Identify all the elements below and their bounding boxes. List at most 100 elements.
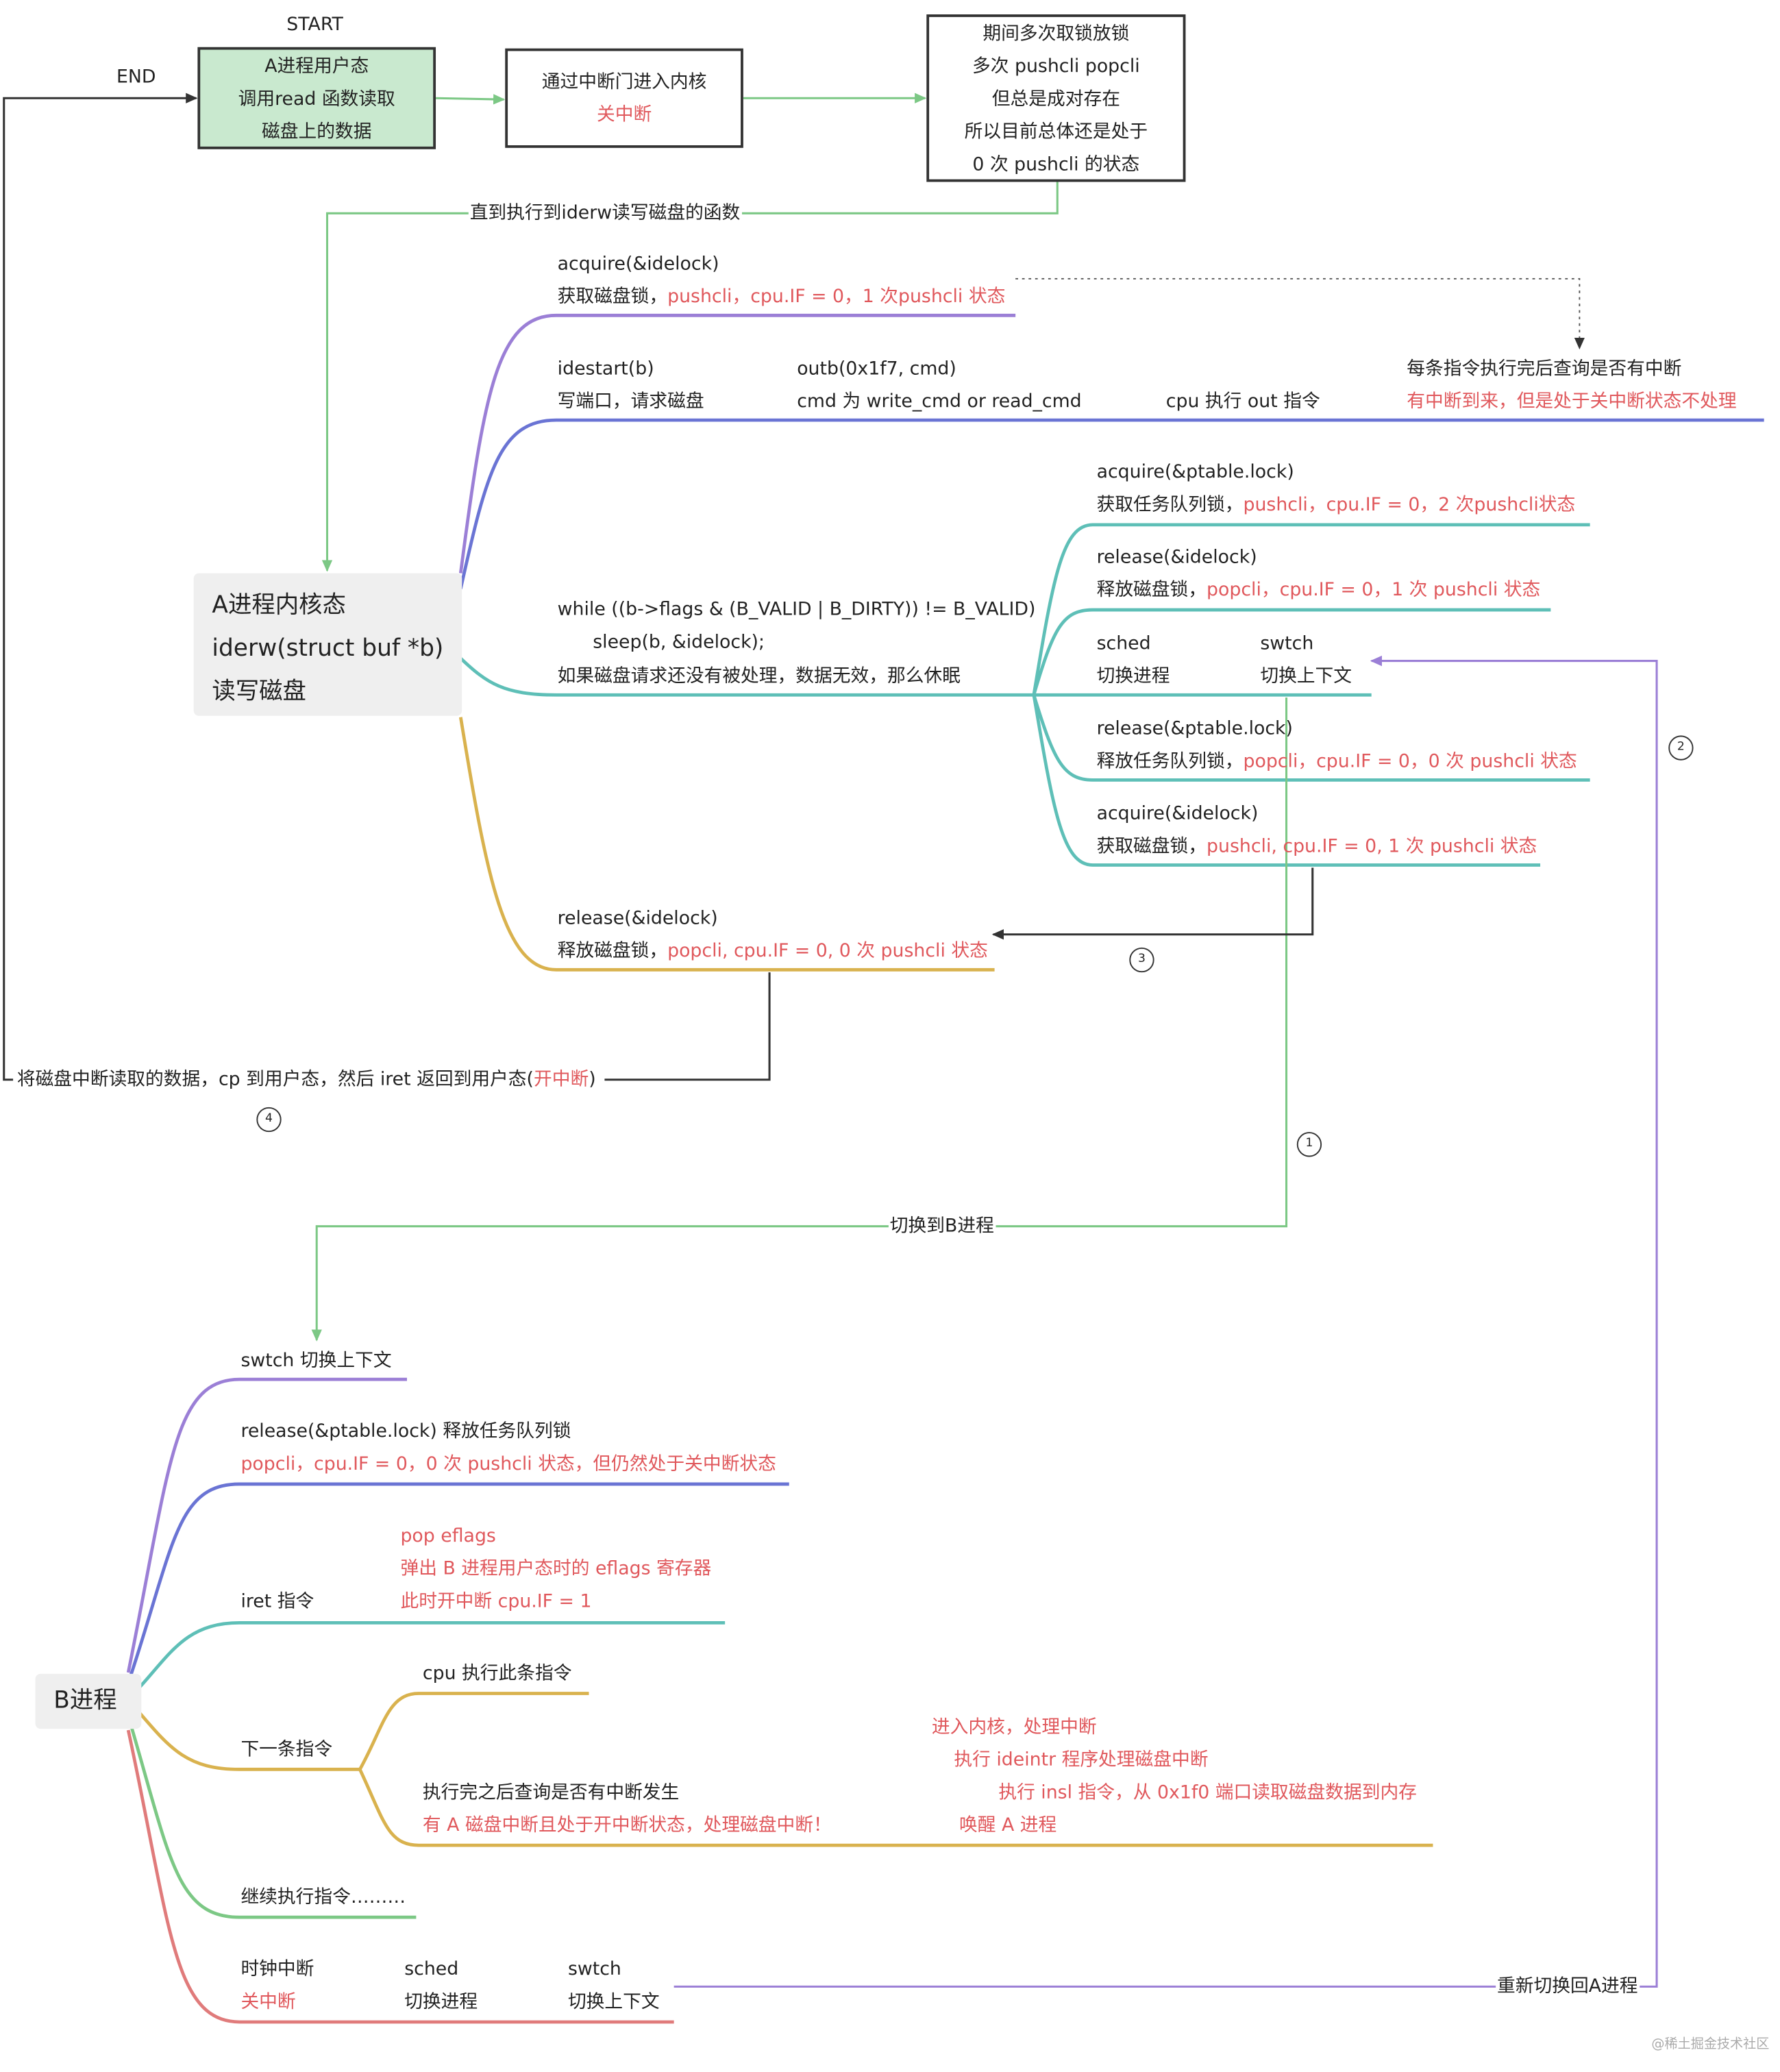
sub5-desc: 获取磁盘锁，pushcli, cpu.IF = 0, 1 次 pushcli 状… — [1097, 831, 1537, 864]
arrow-end-return — [3, 92, 198, 1081]
sub2-desc-black: 释放磁盘锁， — [1096, 580, 1207, 601]
copy-back-text: 将磁盘中断读取的数据，cp 到用户态，然后 iret 返回到用户态( — [16, 1069, 534, 1091]
sub2-desc-red: popcli，cpu.IF = 0，1 次 pushcli 状态 — [1207, 580, 1541, 601]
sub1-desc-red: pushcli，cpu.IF = 0，2 次pushcli状态 — [1243, 494, 1576, 516]
a-user-mode-box: A进程用户态 调用read 函数读取 磁盘上的数据 — [197, 47, 436, 149]
gate-line: 通过中断门进入内核 — [541, 72, 707, 93]
start-label: START — [286, 14, 343, 36]
rel-final-desc: 释放磁盘锁，popcli, cpu.IF = 0, 0 次 pushcli 状态 — [558, 936, 988, 969]
sub1-desc: 获取任务队列锁，pushcli，cpu.IF = 0，2 次pushcli状态 — [1097, 489, 1576, 522]
cpu-out-desc: cpu 执行 out 指令 — [1165, 391, 1320, 412]
b4-insl: 执行 insl 指令，从 0x1f0 端口读取磁盘数据到内存 — [998, 1782, 1417, 1803]
dotted-to-interrupt-check — [1015, 278, 1585, 349]
b-process-label: B进程 — [53, 1686, 117, 1715]
b-branch-next — [137, 1710, 360, 1771]
sub4-desc-black: 释放任务队列锁， — [1096, 751, 1244, 772]
marker-circle-1: 1 — [1296, 1132, 1322, 1157]
b3-pop-desc: 弹出 B 进程用户态时的 eflags 寄存器 — [400, 1558, 712, 1580]
sub5-title: acquire(&idelock) — [1096, 803, 1259, 825]
interrupt-gate-box: 通过中断门进入内核 关中断 — [505, 48, 743, 148]
b3-iret: iret 指令 — [240, 1591, 314, 1613]
a-user-line: A进程用户态 — [264, 56, 369, 77]
sub4-desc: 释放任务队列锁，popcli，cpu.IF = 0，0 次 pushcli 状态 — [1097, 746, 1577, 779]
sub2-title: release(&idelock) — [1096, 547, 1257, 568]
sub1-title: acquire(&ptable.lock) — [1096, 462, 1294, 483]
b4-handle-disk-int: 有 A 磁盘中断且处于开中断状态，处理磁盘中断！ — [422, 1815, 832, 1836]
lock-pairs-box: 期间多次取锁放锁 多次 pushcli popcli 但总是成对存在 所以目前总… — [926, 14, 1186, 182]
outb-desc: cmd 为 write_cmd or read_cmd — [797, 391, 1082, 412]
marker-circle-4: 4 — [256, 1107, 282, 1133]
branch-while-loop — [459, 656, 1034, 697]
connector-copy-back — [604, 972, 771, 1081]
b-sub-cpu-exec — [358, 1692, 589, 1771]
b6-sched-desc: 切换进程 — [404, 1992, 478, 2013]
acq1-desc: 获取磁盘锁，pushcli，cpu.IF = 0，1 次pushcli 状态 — [558, 282, 1006, 314]
sub4-desc-red: popcli，cpu.IF = 0，0 次 pushcli 状态 — [1243, 751, 1577, 772]
sub2-desc: 释放磁盘锁，popcli，cpu.IF = 0，1 次 pushcli 状态 — [1097, 574, 1541, 607]
locks-line: 但总是成对存在 — [991, 88, 1120, 110]
a-user-line: 磁盘上的数据 — [262, 121, 372, 143]
b5-continue: 继续执行指令……… — [240, 1887, 406, 1908]
b4-ideintr: 执行 ideintr 程序处理磁盘中断 — [954, 1749, 1209, 1771]
outb-title: outb(0x1f7, cmd) — [797, 358, 956, 380]
sub5-desc-red: pushcli, cpu.IF = 0, 1 次 pushcli 状态 — [1207, 836, 1537, 858]
a-kernel-line: 读写磁盘 — [212, 678, 306, 706]
idestart-desc: 写端口，请求磁盘 — [557, 391, 704, 412]
locks-line: 所以目前总体还是处于 — [964, 121, 1148, 143]
b6-sched: sched — [404, 1959, 459, 1980]
locks-line: 多次 pushcli popcli — [972, 56, 1140, 77]
b-sub-query-int — [358, 1768, 1433, 1847]
sub-branch-acquire-ptable — [1032, 523, 1590, 695]
b-process-node: B进程 — [35, 1673, 142, 1729]
branch-idestart — [458, 418, 1764, 590]
arrow-user-to-gate — [436, 94, 506, 105]
connector-switch-back — [673, 655, 1658, 1988]
copy-back-label: 将磁盘中断读取的数据，cp 到用户态，然后 iret 返回到用户态(开中断) — [15, 1066, 597, 1093]
idestart-title: idestart(b) — [557, 358, 654, 380]
sub3-swtch: swtch — [1260, 633, 1314, 654]
rel-final-title: release(&idelock) — [557, 908, 718, 930]
copy-back-close: ) — [589, 1069, 596, 1091]
connector-wakeup-return — [991, 867, 1314, 940]
int-check-desc: 有中断到来，但是处于关中断状态不处理 — [1407, 391, 1737, 412]
b4-enter-kernel: 进入内核，处理中断 — [931, 1716, 1097, 1738]
sub4-title: release(&ptable.lock) — [1096, 718, 1293, 740]
int-check-title: 每条指令执行完后查询是否有中断 — [1407, 358, 1682, 380]
sub-branch-release-idelock — [1032, 608, 1551, 695]
b-branch-release — [129, 1482, 789, 1676]
sub3-sched-desc: 切换进程 — [1096, 666, 1170, 687]
end-label: END — [116, 66, 156, 88]
b4-query-int: 执行完之后查询是否有中断发生 — [422, 1782, 680, 1803]
sub-branch-release-ptable — [1032, 694, 1590, 782]
acq1-title: acquire(&idelock) — [557, 254, 719, 275]
b6-swtch: swtch — [567, 1959, 621, 1980]
a-kernel-node: A进程内核态 iderw(struct buf *b) 读写磁盘 — [193, 573, 462, 716]
b6-disable-int: 关中断 — [240, 1992, 296, 2013]
b2-desc: popcli，cpu.IF = 0，0 次 pushcli 状态，但仍然处于关中… — [240, 1454, 776, 1475]
copy-back-enable-int: 开中断 — [533, 1069, 589, 1091]
b6-timer-int: 时钟中断 — [240, 1959, 314, 1980]
branch-acquire-idelock — [458, 313, 1016, 574]
b-branch-timer — [126, 1729, 674, 2024]
label-switch-to-b: 切换到B进程 — [888, 1213, 996, 1240]
while-condition: while ((b->flags & (B_VALID | B_DIRTY)) … — [557, 599, 1036, 621]
b-branch-iret — [137, 1621, 726, 1690]
b6-swtch-desc: 切换上下文 — [567, 1992, 660, 2013]
rel-final-desc-red: popcli, cpu.IF = 0, 0 次 pushcli 状态 — [667, 941, 988, 962]
label-switch-back-a: 重新切换回A进程 — [1496, 1973, 1640, 2000]
connector-sched-to-b — [311, 698, 1288, 1342]
acq1-desc-red: pushcli，cpu.IF = 0，1 次pushcli 状态 — [667, 286, 1006, 308]
b3-enable-int: 此时开中断 cpu.IF = 1 — [400, 1591, 592, 1613]
sub5-desc-black: 获取磁盘锁， — [1096, 836, 1207, 858]
sub1-desc-black: 获取任务队列锁， — [1096, 494, 1244, 516]
a-user-line: 调用read 函数读取 — [238, 88, 395, 110]
b2-title: release(&ptable.lock) 释放任务队列锁 — [240, 1421, 571, 1442]
marker-circle-2: 2 — [1668, 735, 1694, 761]
locks-line: 期间多次取锁放锁 — [982, 23, 1130, 45]
a-kernel-line: iderw(struct buf *b) — [212, 634, 444, 663]
sub3-swtch-desc: 切换上下文 — [1260, 666, 1352, 687]
b4-next-instr: 下一条指令 — [240, 1739, 333, 1760]
gate-disable-int: 关中断 — [596, 104, 652, 126]
